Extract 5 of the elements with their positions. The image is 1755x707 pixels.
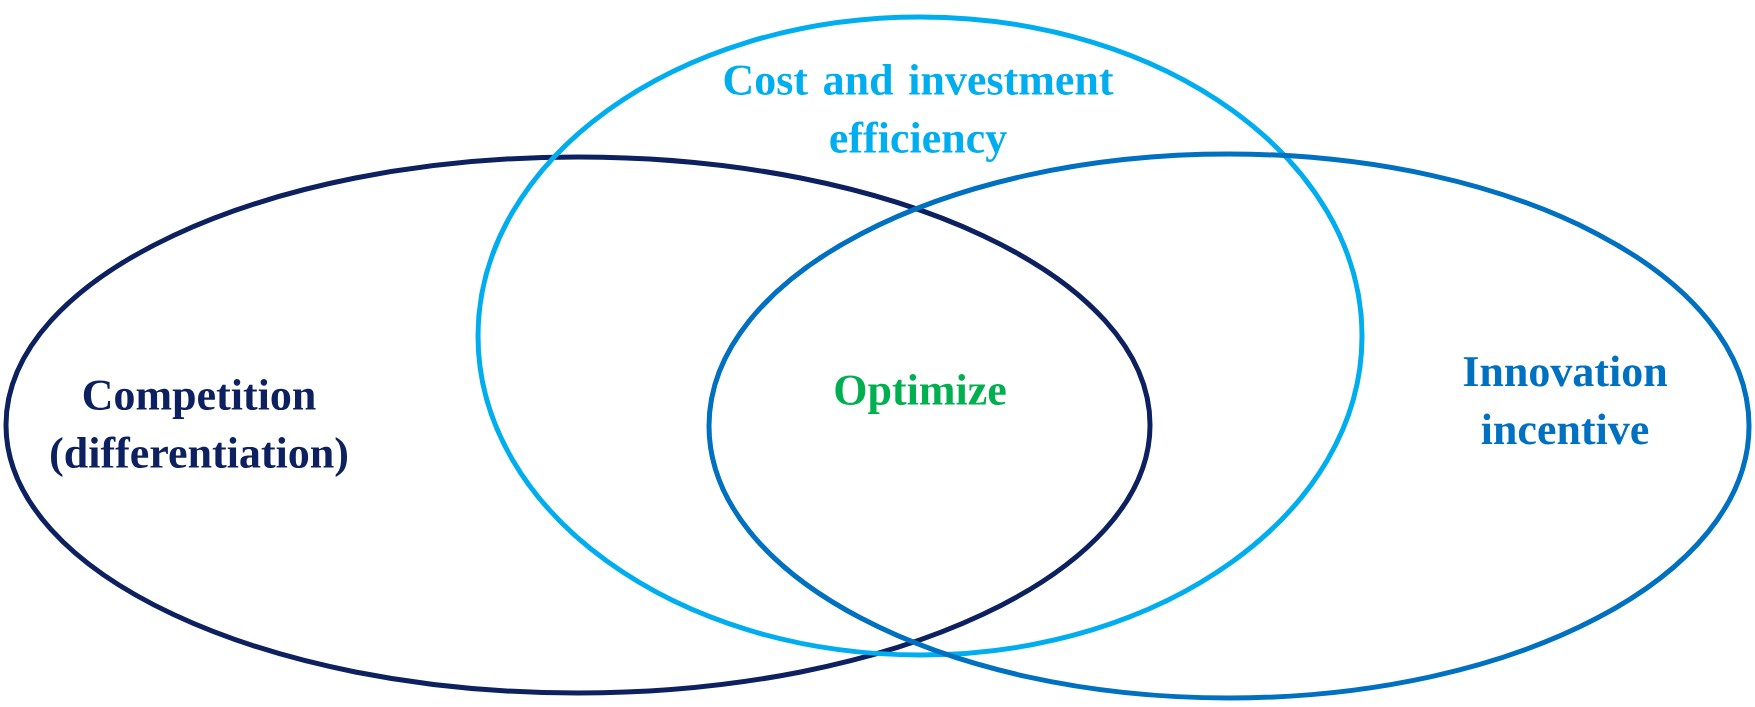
center-label: Optimize [835, 374, 1006, 414]
set-label: Competition (differentiation) [51, 379, 347, 477]
set-label: Innovation incentive [1463, 355, 1668, 445]
venn-ellipse [475, 14, 1365, 658]
set-label: Cost and investment efficiency [724, 64, 1114, 162]
